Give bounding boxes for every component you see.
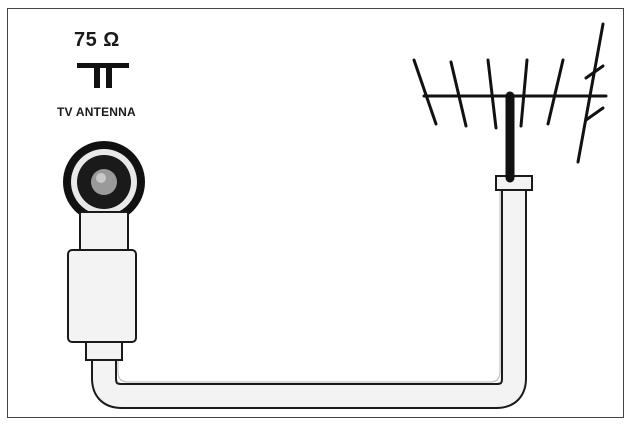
antenna-socket-icon xyxy=(63,141,145,223)
tv-antenna-icon xyxy=(412,22,608,183)
port-label: TV ANTENNA xyxy=(57,105,136,119)
diagram-frame xyxy=(7,8,624,418)
coax-connector-symbol-icon xyxy=(77,63,129,88)
coax-plug-icon xyxy=(67,211,137,361)
coax-cable-icon xyxy=(91,175,533,409)
impedance-label: 75 Ω xyxy=(74,29,120,51)
